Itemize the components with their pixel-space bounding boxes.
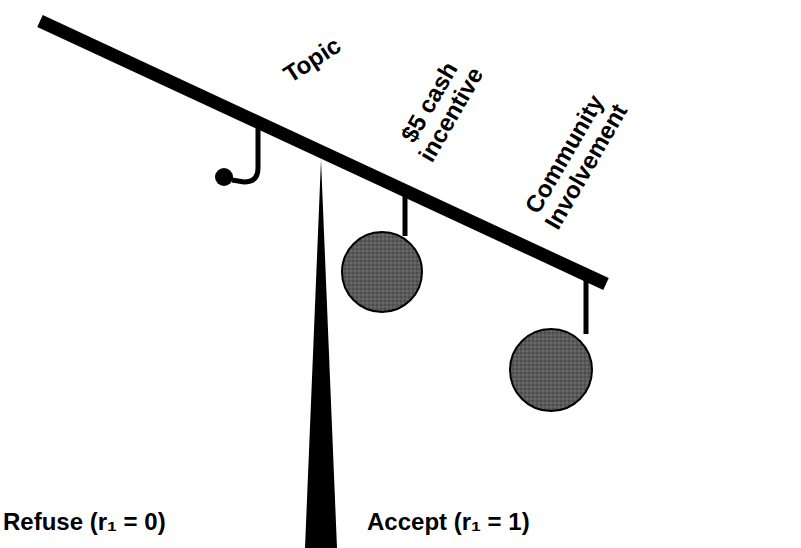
large-weight bbox=[510, 329, 592, 411]
factor-label: $5 cash incentive bbox=[388, 43, 492, 172]
factor-label: Topic bbox=[267, 25, 356, 95]
factor-label: Community Involvement bbox=[516, 82, 635, 237]
outcome-label: Accept (r₁ = 1) bbox=[367, 509, 617, 534]
outcome-label: Refuse (r₁ = 0) bbox=[3, 509, 253, 534]
weight-hook bbox=[232, 124, 258, 182]
weight-hook bbox=[584, 275, 589, 334]
fulcrum bbox=[305, 160, 337, 548]
weight-hook bbox=[403, 192, 408, 236]
medium-weight bbox=[342, 232, 422, 312]
small-weight bbox=[215, 168, 233, 186]
